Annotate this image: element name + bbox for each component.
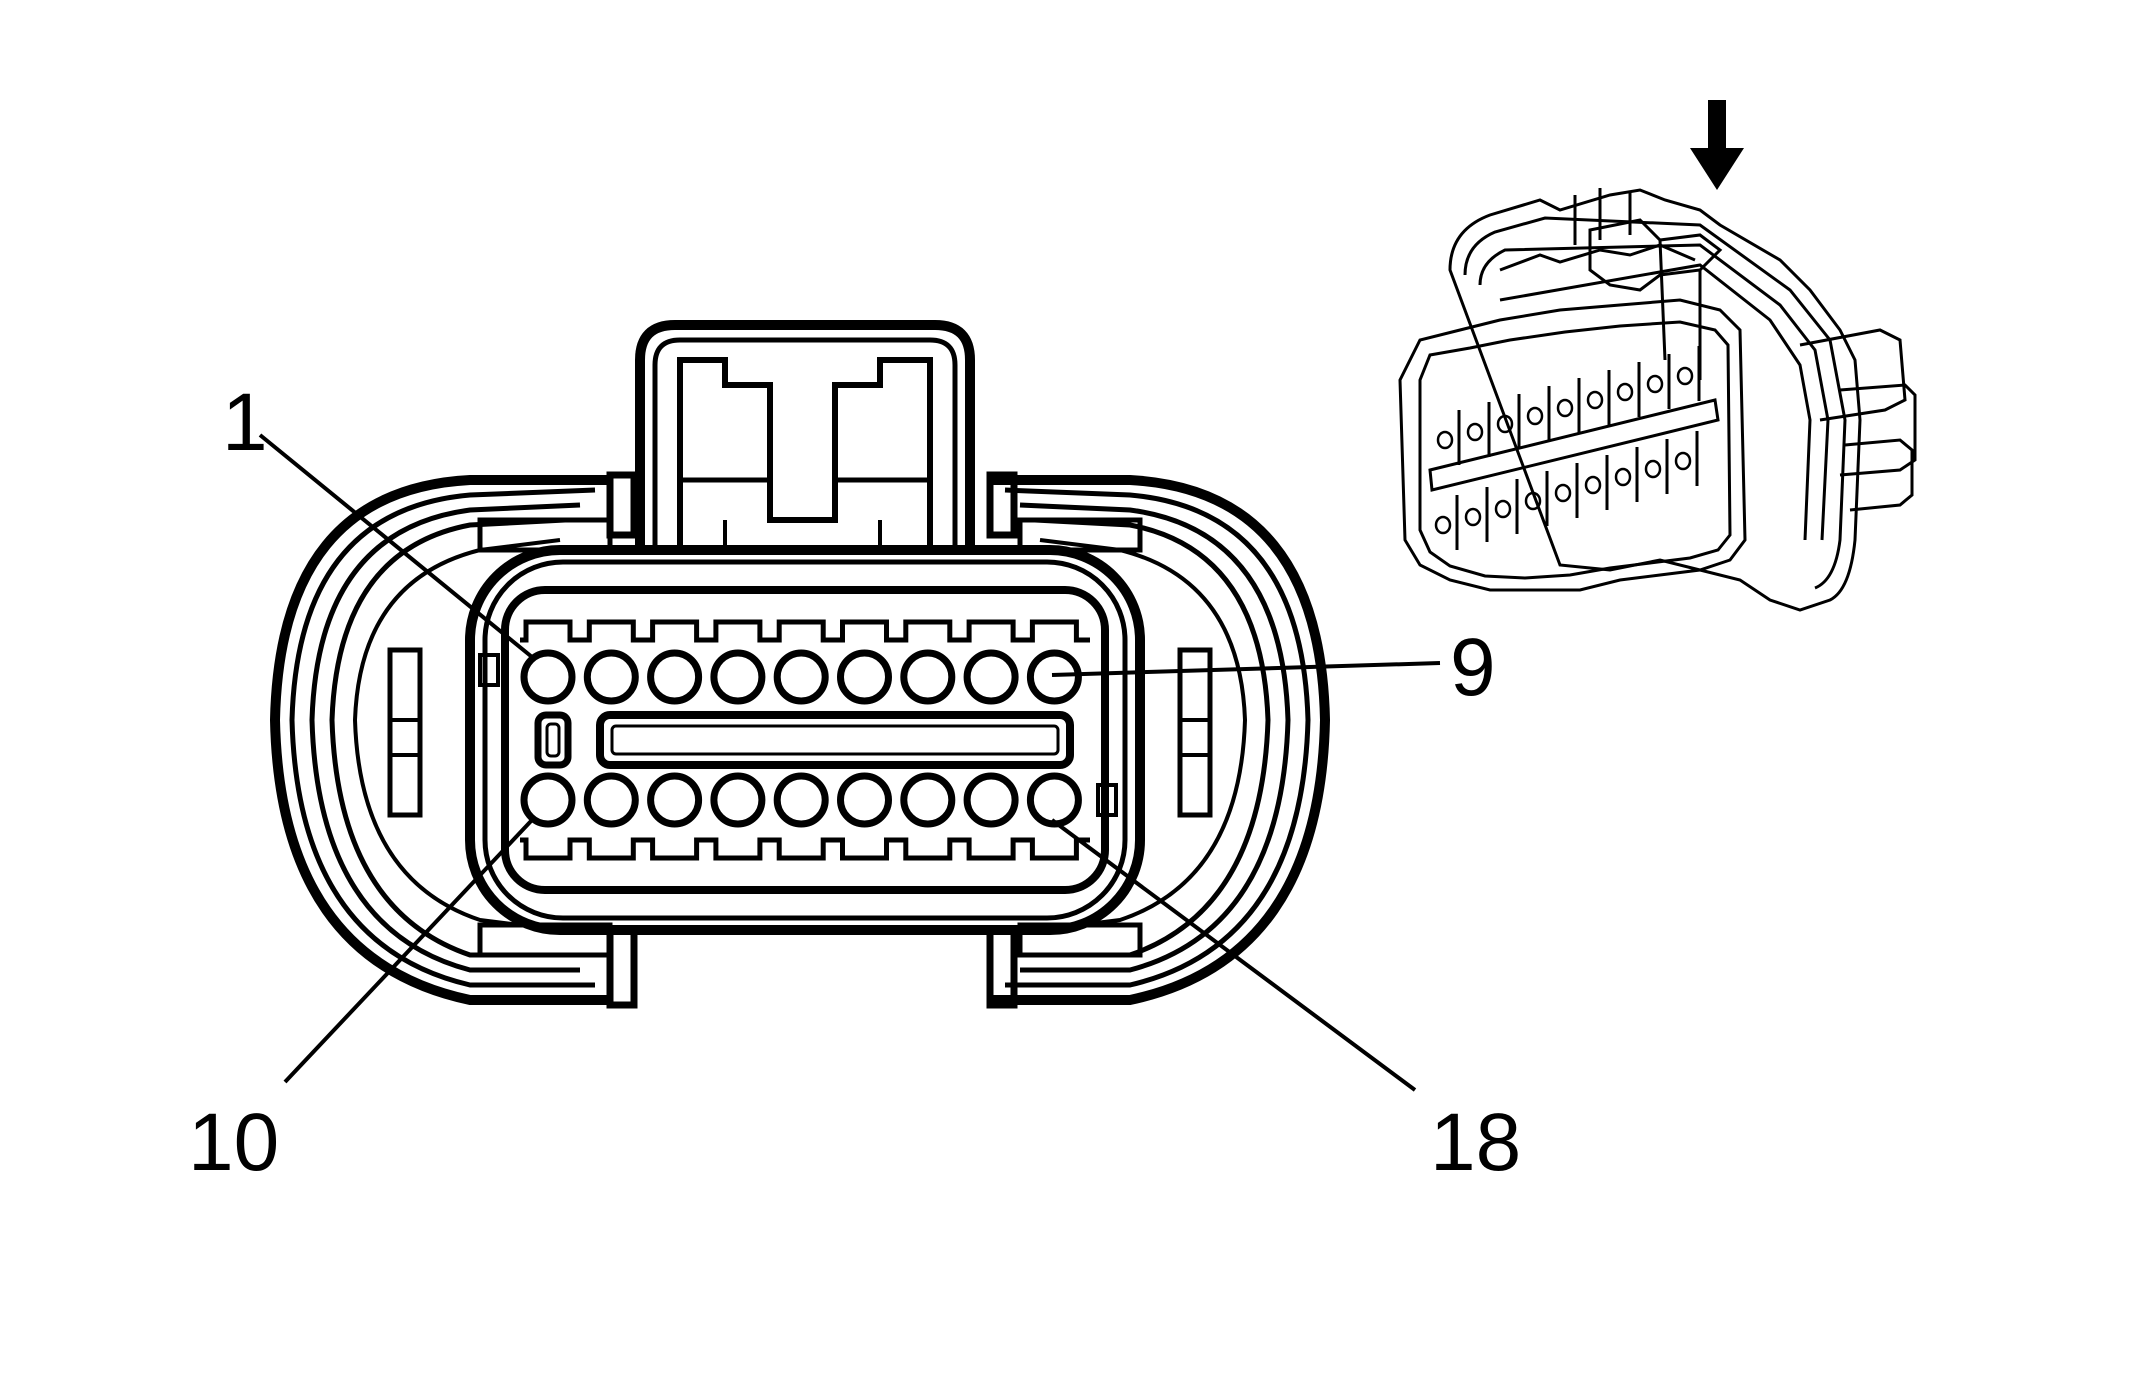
- pin-housing: [465, 545, 1145, 935]
- leader-line-pin-9: [1051, 661, 1441, 677]
- iso-pin: [1496, 414, 1514, 434]
- pin-row-top: [520, 649, 1082, 705]
- iso-pin: [1554, 483, 1572, 503]
- pin-13: [710, 772, 766, 828]
- pin-15: [837, 772, 892, 828]
- pin-label-10: 10: [188, 1097, 279, 1188]
- top-latch: [635, 320, 975, 550]
- leader-line-pin-18: [1050, 818, 1417, 1092]
- pin-label-18: 18: [1430, 1097, 1521, 1188]
- pin-2: [583, 649, 639, 705]
- iso-pin: [1586, 390, 1604, 410]
- pin-3: [647, 649, 703, 705]
- pin-10: [520, 772, 576, 828]
- leader-line-pin-10: [283, 818, 534, 1084]
- iso-pin: [1494, 499, 1512, 519]
- iso-pin: [1646, 374, 1664, 394]
- pin-row-bottom: [520, 772, 1082, 828]
- pin-5: [773, 649, 829, 705]
- pin-1: [520, 649, 576, 705]
- iso-pin: [1524, 491, 1542, 511]
- iso-pin: [1676, 366, 1694, 386]
- left-wing: [269, 471, 638, 1009]
- iso-pin: [1526, 406, 1544, 426]
- right-wing: [986, 471, 1331, 1009]
- iso-pin: [1614, 467, 1632, 487]
- iso-pin: [1674, 451, 1692, 471]
- pin-label-1: 1: [222, 377, 268, 468]
- iso-pin: [1584, 475, 1602, 495]
- leader-line-pin-1: [258, 433, 534, 659]
- connector-face-view: 1 9 10 18: [188, 320, 1521, 1188]
- pin-14: [773, 772, 829, 828]
- pin-8: [963, 649, 1019, 705]
- iso-pin: [1436, 430, 1454, 450]
- pin-7: [900, 649, 956, 705]
- pin-17: [963, 772, 1019, 828]
- iso-center-bar: [1428, 398, 1720, 492]
- leader-lines: [258, 433, 1441, 1092]
- connector-isometric-view: [1398, 100, 1917, 612]
- pin-12: [647, 772, 703, 828]
- arrow-down-icon: [1690, 100, 1744, 190]
- iso-pin: [1616, 382, 1634, 402]
- iso-pin: [1644, 459, 1662, 479]
- iso-pin: [1466, 422, 1484, 442]
- pin-11: [583, 772, 639, 828]
- pin-9: [1026, 649, 1082, 705]
- iso-pin: [1464, 507, 1482, 527]
- pin-6: [837, 649, 892, 705]
- pin-16: [900, 772, 956, 828]
- iso-pin: [1556, 398, 1574, 418]
- pin-label-9: 9: [1450, 622, 1496, 713]
- pin-4: [710, 649, 766, 705]
- pin-18: [1026, 772, 1082, 828]
- iso-pin: [1434, 515, 1452, 535]
